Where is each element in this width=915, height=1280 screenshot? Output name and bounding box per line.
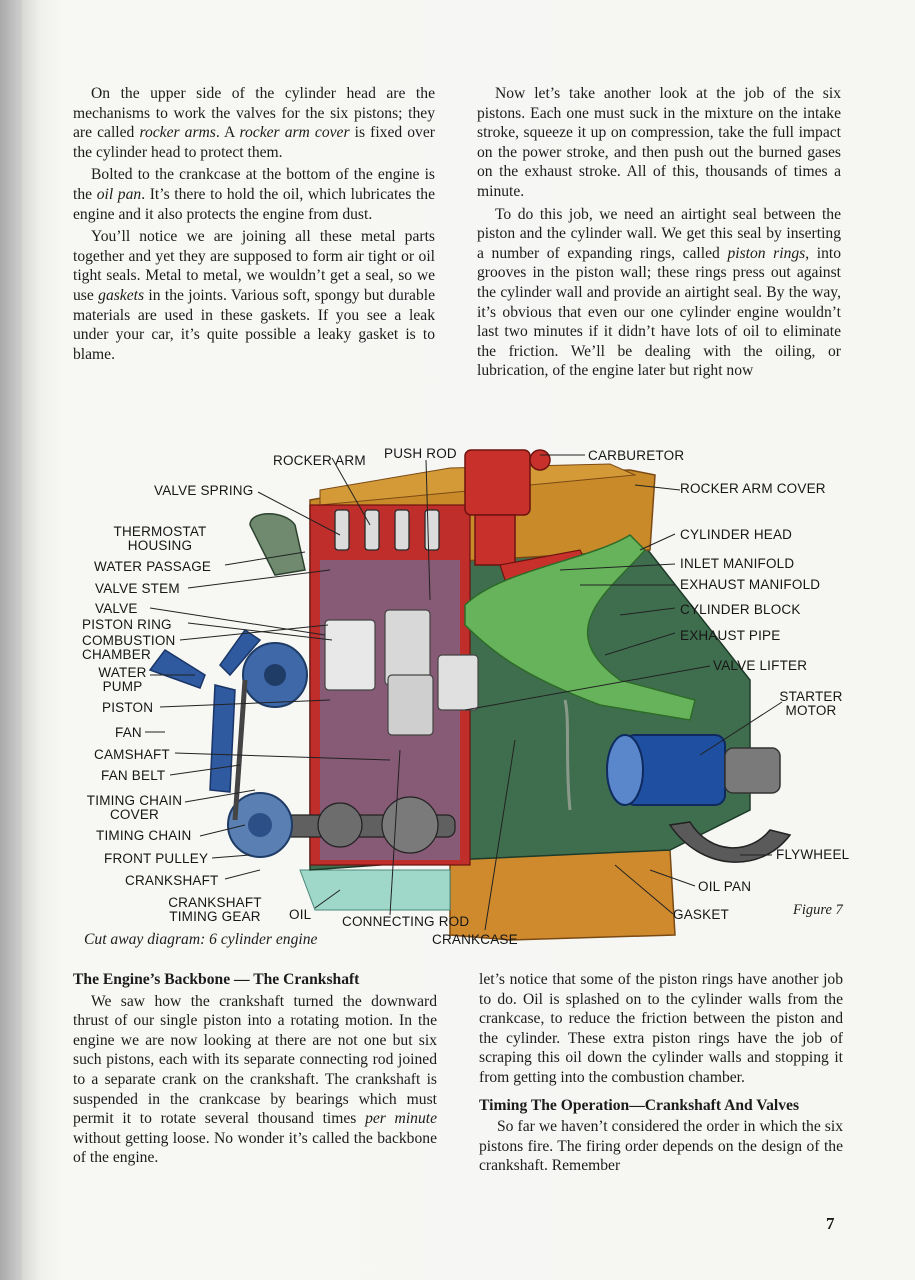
- label-exhaust-pipe: EXHAUST PIPE: [680, 628, 781, 643]
- label-front-pulley: FRONT PULLEY: [104, 851, 209, 866]
- page-number: 7: [826, 1214, 835, 1233]
- label-connecting-rod: CONNECTING ROD: [342, 914, 470, 929]
- paragraph: So far we haven’t considered the order i…: [479, 1118, 843, 1175]
- label-inlet-manifold: INLET MANIFOLD: [680, 556, 795, 571]
- oil-shape: [299, 869, 451, 911]
- paragraph: Now let’s take another look at the job o…: [477, 85, 841, 200]
- oil-pan-shape: [449, 849, 676, 941]
- label-valve-spring: VALVE SPRING: [154, 483, 254, 498]
- leader-lines: [145, 454, 783, 931]
- engine-illustration: [145, 449, 792, 941]
- label-carburetor: CARBURETOR: [588, 448, 685, 463]
- paragraph: To do this job, we need an airtight seal…: [477, 205, 841, 380]
- label-water-passage: WATER PASSAGE: [94, 559, 212, 574]
- dipstick-shape: [563, 699, 572, 811]
- label-piston: PISTON: [102, 700, 154, 715]
- label-flywheel: FLYWHEEL: [776, 847, 850, 862]
- exhaust-manifold-shape: [464, 534, 696, 721]
- label-crankcase: CRANKCASE: [432, 932, 518, 947]
- paragraph: We saw how the crankshaft turned the dow…: [73, 992, 437, 1167]
- starter-motor-shape: [606, 734, 781, 806]
- section-heading: Timing The Operation—Crankshaft And Valv…: [479, 1096, 800, 1114]
- pistons: [324, 609, 479, 736]
- label-push-rod: PUSH ROD: [384, 446, 457, 461]
- label-exhaust-manifold: EXHAUST MANIFOLD: [680, 577, 821, 592]
- paragraph: On the upper side of the cylinder head a…: [73, 85, 435, 161]
- figure-label: Figure 7: [793, 902, 843, 918]
- label-piston-ring: PISTON RING: [82, 617, 172, 632]
- paragraph: let’s notice that some of the piston rin…: [479, 971, 843, 1086]
- engine-cutaway-diagram: ROCKER ARM PUSH ROD CARBURETOR VALVE SPR…: [70, 430, 860, 950]
- book-gutter: [0, 0, 22, 1280]
- label-gasket: GASKET: [673, 907, 729, 922]
- label-cylinder-block: CYLINDER BLOCK: [680, 602, 801, 617]
- thermostat-housing-shape: [249, 513, 306, 576]
- label-valve-lifter: VALVE LIFTER: [713, 658, 808, 673]
- left-column-top: On the upper side of the cylinder head a…: [73, 84, 435, 367]
- section-heading: The Engine’s Backbone — The Crankshaft: [73, 971, 360, 988]
- label-oil-pan: OIL PAN: [698, 879, 752, 894]
- right-column-top: Now let’s take another look at the job o…: [477, 84, 841, 384]
- right-column-bottom: let’s notice that some of the piston rin…: [479, 970, 843, 1179]
- valve-springs: [334, 509, 440, 551]
- label-fan: FAN: [115, 725, 142, 740]
- label-rocker-arm-cover: ROCKER ARM COVER: [680, 481, 826, 496]
- label-rocker-arm: ROCKER ARM: [273, 453, 366, 468]
- label-camshaft: CAMSHAFT: [94, 747, 170, 762]
- figure-caption: Cut away diagram: 6 cylinder engine: [84, 931, 318, 948]
- label-fan-belt: FAN BELT: [101, 768, 166, 783]
- label-timing-chain: TIMING CHAIN: [96, 828, 192, 843]
- paragraph: You’ll notice we are joining all these m…: [73, 228, 435, 363]
- label-crankshaft: CRANKSHAFT: [125, 873, 219, 888]
- paragraph: Bolted to the crankcase at the bottom of…: [73, 166, 435, 223]
- left-column-bottom: The Engine’s Backbone — The Crankshaft W…: [73, 970, 437, 1171]
- label-valve: VALVE: [95, 601, 138, 616]
- label-valve-stem: VALVE STEM: [95, 581, 180, 596]
- flywheel-shape: [668, 821, 792, 863]
- label-oil: OIL: [289, 907, 312, 922]
- label-cylinder-head: CYLINDER HEAD: [680, 527, 793, 542]
- fan-shape: [148, 628, 262, 793]
